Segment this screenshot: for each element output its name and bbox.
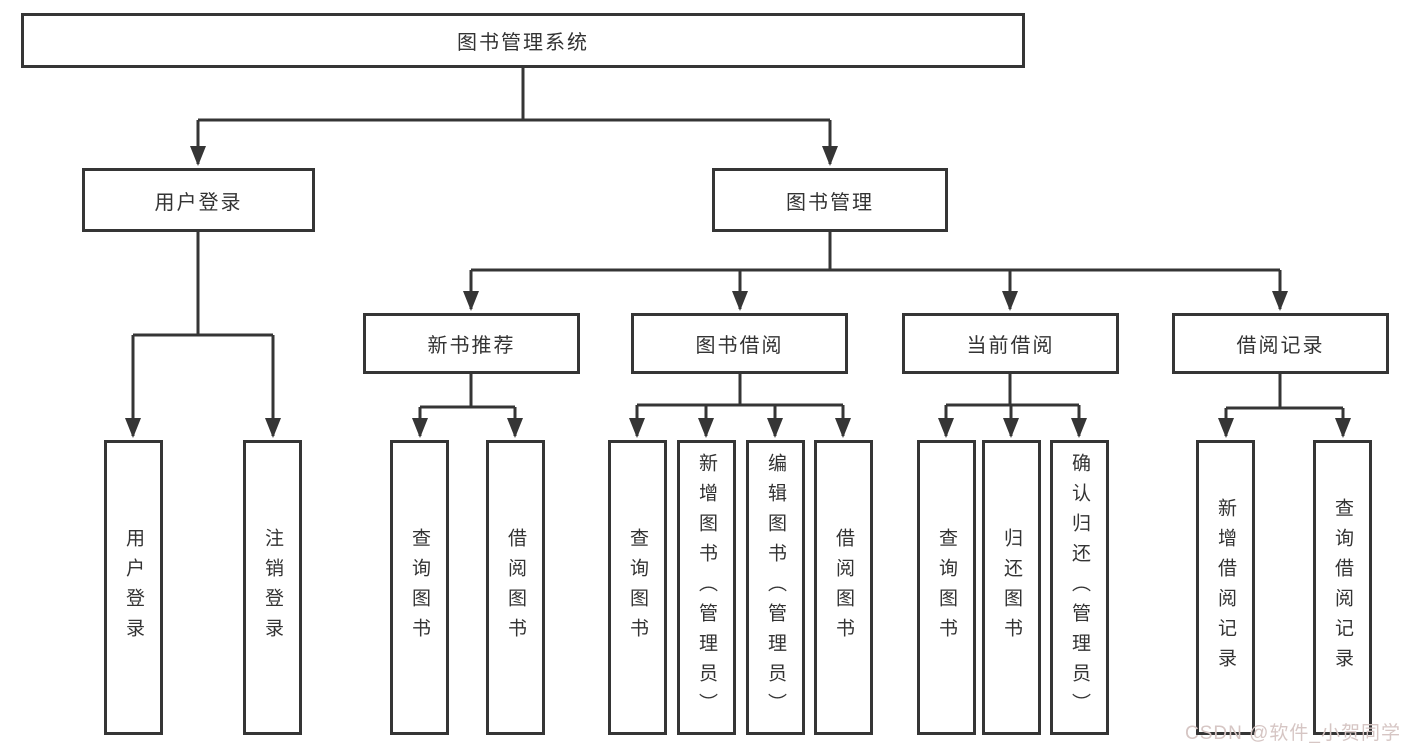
leaf-cb-query-books: 查询图书 [917, 440, 976, 735]
node-user-login-branch: 用户登录 [82, 168, 315, 232]
leaf-br-add-record: 新增借阅记录 [1196, 440, 1255, 735]
leaf-logout: 注销登录 [243, 440, 302, 735]
leaf-user-login: 用户登录 [104, 440, 163, 735]
node-label: 用户登录 [123, 527, 144, 648]
node-label: 新书推荐 [427, 335, 516, 357]
leaf-bb-query-books: 查询图书 [608, 440, 667, 735]
leaf-bb-add-books-admin: 新增图书（管理员） [677, 440, 736, 735]
leaf-nbr-borrow-books: 借阅图书 [486, 440, 545, 735]
node-new-book-recommend: 新书推荐 [363, 313, 580, 374]
node-label: 查询图书 [409, 527, 430, 648]
leaf-br-query-record: 查询借阅记录 [1313, 440, 1372, 735]
node-label: 借阅记录 [1236, 335, 1325, 357]
leaf-cb-return-books: 归还图书 [982, 440, 1041, 735]
node-label: 注销登录 [262, 527, 283, 648]
node-label: 查询图书 [936, 527, 957, 648]
leaf-bb-edit-books-admin: 编辑图书（管理员） [746, 440, 805, 735]
node-book-management-branch: 图书管理 [712, 168, 948, 232]
node-label: 新增借阅记录 [1215, 497, 1236, 678]
node-label: 归还图书 [1001, 527, 1022, 648]
leaf-bb-borrow-books: 借阅图书 [814, 440, 873, 735]
csdn-watermark: CSDN @软件_小贺同学 [1185, 723, 1401, 744]
node-label: 借阅图书 [833, 527, 854, 648]
node-label: 查询借阅记录 [1332, 497, 1353, 678]
node-label: 当前借阅 [966, 335, 1055, 357]
node-label: 借阅图书 [505, 527, 526, 648]
node-label: 确认归还（管理员） [1069, 452, 1090, 723]
node-label: 用户登录 [154, 191, 243, 214]
leaf-nbr-query-books: 查询图书 [390, 440, 449, 735]
node-label: 编辑图书（管理员） [765, 452, 786, 723]
node-borrow-records: 借阅记录 [1172, 313, 1389, 374]
node-current-borrow: 当前借阅 [902, 313, 1119, 374]
node-library-management-system: 图书管理系统 [21, 13, 1025, 68]
node-book-borrow: 图书借阅 [631, 313, 848, 374]
node-label: 图书管理系统 [457, 32, 589, 54]
node-label: 查询图书 [627, 527, 648, 648]
node-label: 新增图书（管理员） [696, 452, 717, 723]
node-label: 图书管理 [786, 191, 874, 214]
leaf-cb-confirm-return-admin: 确认归还（管理员） [1050, 440, 1109, 735]
node-label: 图书借阅 [695, 335, 784, 357]
